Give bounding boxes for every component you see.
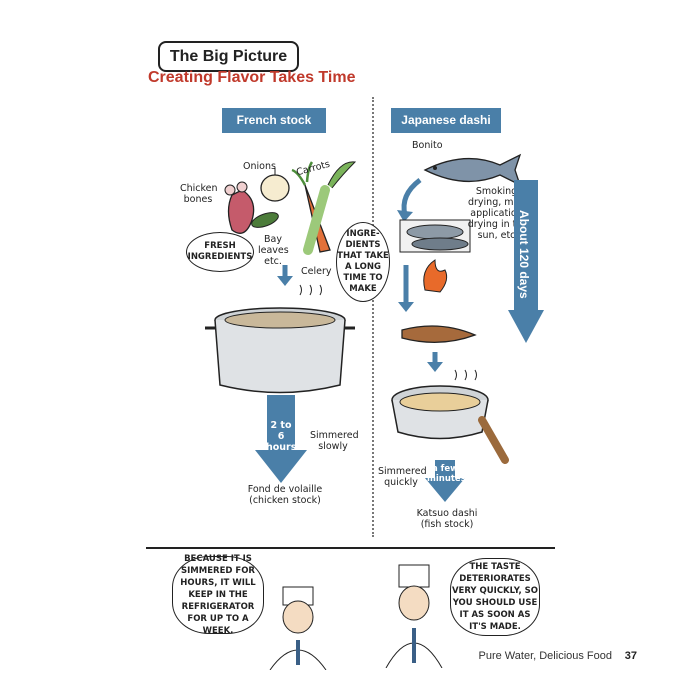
chicken-bones-icon: [224, 181, 255, 234]
page-subtitle: Creating Flavor Takes Time: [148, 69, 356, 86]
chef-right-icon: [385, 564, 443, 668]
chicken-stock-label: Fond de volaille (chicken stock): [247, 484, 323, 506]
left-speech-bubble: BECAUSE IT IS SIMMERED FOR HOURS, IT WIL…: [172, 554, 264, 636]
bay-leaf-icon: [251, 212, 279, 228]
simmered-slowly-label: Simmered slowly: [310, 430, 359, 452]
bay-leaves-label: Bay leaves etc.: [258, 234, 289, 267]
saucepan-icon: [391, 385, 509, 464]
japanese-illustration: [391, 153, 522, 464]
japanese-time-label: a few minutes: [427, 464, 466, 484]
onions-label: Onions: [243, 161, 276, 172]
page-number: 37: [624, 650, 637, 662]
right-speech-bubble: THE TASTE DETERIORATES VERY QUICKLY, SO …: [450, 558, 540, 636]
bonito-fish-icon: [423, 153, 522, 187]
french-stock-banner: French stock: [222, 108, 326, 133]
celery-icon: [303, 161, 357, 255]
simmered-quickly-label: Simmered quickly: [378, 466, 427, 488]
section-title: The Big Picture: [158, 41, 299, 72]
celery-label: Celery: [301, 266, 332, 277]
fish-stock-label: Katsuo dashi (fish stock): [416, 508, 478, 530]
japanese-dashi-banner: Japanese dashi: [391, 108, 501, 133]
onion-icon: [260, 168, 290, 202]
center-divider: [372, 97, 374, 537]
long-time-ingredients-bubble: INGRE-DIENTS THAT TAKE A LONG TIME TO MA…: [336, 222, 390, 302]
japanese-time-arrow: [425, 460, 465, 502]
chef-left-icon: [269, 586, 327, 670]
bottom-panel: [146, 547, 555, 671]
chicken-bones-label: Chicken bones: [180, 183, 218, 205]
katsuobushi-icon: [401, 325, 477, 343]
smoking-rack-icon: [399, 219, 471, 253]
fresh-ingredients-bubble: FRESH INGREDIENTS: [186, 232, 254, 272]
french-time-arrow: [255, 395, 307, 483]
stock-pot-icon: [205, 307, 355, 394]
fire-icon: [423, 259, 448, 293]
process-label: Smoking, drying, mold application, dryin…: [467, 186, 529, 241]
french-time-label: 2 to 6 hours: [266, 420, 297, 453]
french-illustration: [205, 161, 357, 394]
duration-label: About 120 days: [517, 210, 531, 299]
bonito-label: Bonito: [412, 140, 443, 151]
footer-title: Pure Water, Delicious Food: [478, 650, 612, 662]
duration-arrow: [508, 180, 544, 343]
